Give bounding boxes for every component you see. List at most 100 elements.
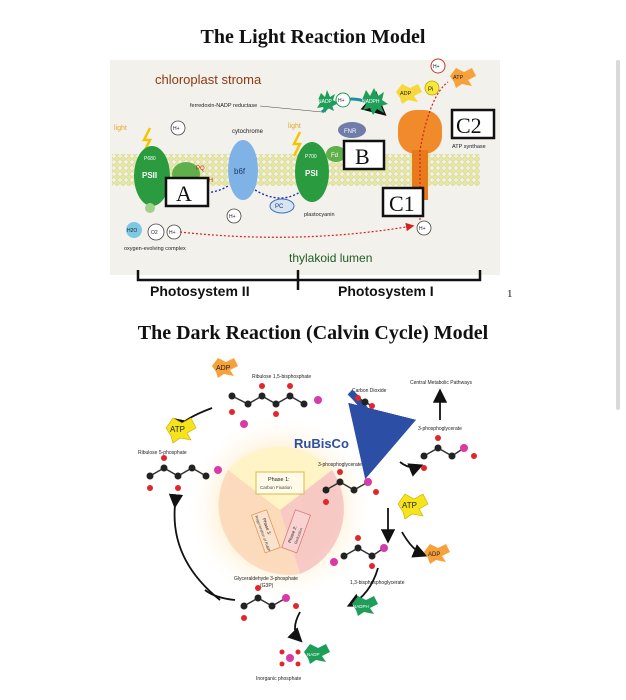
o2-icon (147, 223, 165, 241)
hplus-atp-label: H+ (419, 226, 426, 232)
electron-path-1 (167, 185, 229, 194)
hplus-top-label: H+ (433, 64, 440, 70)
nadph-dark-label: NADPH (353, 604, 369, 609)
molecule-ru5p (146, 455, 222, 491)
psi-complex (295, 142, 329, 202)
pga2-label: 3-phosphoglycerate (318, 462, 362, 468)
psii-complex (134, 146, 170, 206)
hplus-psii-icon (170, 120, 186, 136)
adp-top-star-icon (212, 358, 238, 378)
light-label-right: light (288, 123, 301, 130)
arrow-adp-out (401, 531, 428, 558)
hplus-stroma-icon (335, 92, 351, 108)
phase2-label: Phase 2: (287, 525, 298, 543)
fd-protein (326, 146, 346, 162)
atp-synthase-head (398, 110, 442, 154)
adp-right-label: ADP (428, 552, 440, 558)
b6f-label: b6f (234, 167, 246, 176)
cytochrome-complex (228, 140, 258, 200)
light-reaction-title: The Light Reaction Model (200, 26, 426, 48)
electron-path-2 (254, 189, 301, 199)
g3p-abbr-label: (G3P) (260, 583, 274, 589)
page-number: 1 (507, 288, 513, 300)
atp-label-light: ATP (453, 75, 464, 81)
fd-label: Fd (331, 153, 338, 159)
box-a-label: A (176, 181, 192, 206)
atp-synthase-label: ATP synthase (452, 144, 486, 150)
central-pathways-label: Central Metabolic Pathways (410, 380, 472, 386)
plastocyanin-label: plastocyanin (304, 212, 335, 218)
nadph-star-icon-dark (352, 596, 378, 616)
fnr-protein (338, 122, 366, 138)
box-c2[interactable] (450, 108, 496, 140)
cytochrome-label: cytochrome (232, 129, 264, 135)
stroma-label: chloroplast stroma (155, 72, 262, 87)
hplus-top-icon (430, 58, 446, 74)
oec-icon (145, 203, 155, 213)
photosystem-bracket (136, 270, 482, 282)
adp-label: ADP (400, 91, 412, 97)
hplus-lumen-label: H+ (169, 230, 176, 236)
atp-star-icon (450, 68, 476, 88)
psii-label: PSII (142, 171, 157, 180)
phase3-box (251, 509, 281, 554)
h2o-icon (126, 222, 142, 238)
box-c2-label: C2 (456, 113, 482, 138)
fnr-leader-line (259, 105, 323, 113)
arrow-regeneration (168, 493, 221, 601)
psi-label: PSI (305, 169, 318, 178)
photosystem-ii-label: Photosystem II (150, 283, 250, 299)
atp-right-star-icon (397, 493, 429, 520)
h2o-label: H2O (127, 228, 137, 234)
lumen-label: thylakoid lumen (289, 251, 372, 265)
nadph-label: NADPH (362, 99, 380, 105)
hplus-cyt-icon (226, 208, 242, 224)
box-c1[interactable] (381, 186, 425, 218)
lightning-icon-right (291, 131, 303, 157)
atp-left-star-icon (165, 417, 197, 444)
molecule-rubp (228, 383, 322, 428)
adp-star-icon (396, 84, 422, 104)
molecule-pga-center (322, 469, 379, 505)
lightning-icon-left (141, 127, 153, 153)
box-c1-label: C1 (389, 191, 415, 216)
light-reaction-diagram: chloroplast stroma ferredoxin-NADP reduc… (110, 58, 500, 299)
phase3-label: Phase 3: (261, 517, 272, 535)
box-b-label: B (355, 144, 370, 169)
pga-label: 3-phosphoglycerate (418, 426, 462, 432)
light-label-left: light (114, 125, 127, 132)
molecule-pga-top (420, 435, 477, 471)
o2-label: O2 (151, 230, 158, 236)
ribulose-5p-label: Ribulose 5-phosphate (138, 450, 187, 456)
nadp-star-icon (317, 90, 338, 113)
box-a[interactable] (164, 176, 210, 208)
pc-label: PC (275, 204, 284, 210)
phase1-label: Phase 1: (268, 477, 290, 483)
hplus-atp-icon (416, 220, 432, 236)
molecule-phosphate (279, 649, 301, 667)
arrow-g3p-return (204, 589, 236, 601)
pc-icon (269, 198, 295, 214)
pi-label: Pi (428, 87, 433, 93)
arrow-pi-out (287, 611, 303, 643)
bpg-label: 1,3-bisphosphoglycerate (350, 580, 405, 586)
nadph-star-icon (362, 88, 388, 115)
adp-top-label: ADP (216, 365, 231, 372)
arrow-to-pga (399, 461, 424, 477)
scrollbar[interactable] (616, 60, 620, 410)
molecule-g3p (240, 585, 299, 621)
inorganic-phosphate-label: Inorganic phosphate (256, 676, 302, 682)
box-b[interactable] (342, 139, 386, 171)
phase1-sublabel: Carbon Fixation (260, 485, 292, 490)
pq-label: PQ (196, 166, 205, 172)
hplus-stroma-label: H+ (338, 98, 345, 104)
carbon-dioxide-label: Carbon Dioxide (352, 388, 387, 394)
nadp-label: NADP (318, 99, 333, 105)
g3p-label: Glyceraldehyde 3-phosphate (234, 576, 298, 582)
adp-right-star-icon (424, 544, 450, 564)
photosystem-i-label: Photosystem I (338, 283, 434, 299)
hplus-cyt-label: H+ (229, 214, 236, 220)
molecule-bpg (330, 535, 388, 569)
p700-label: P700 (305, 154, 317, 160)
